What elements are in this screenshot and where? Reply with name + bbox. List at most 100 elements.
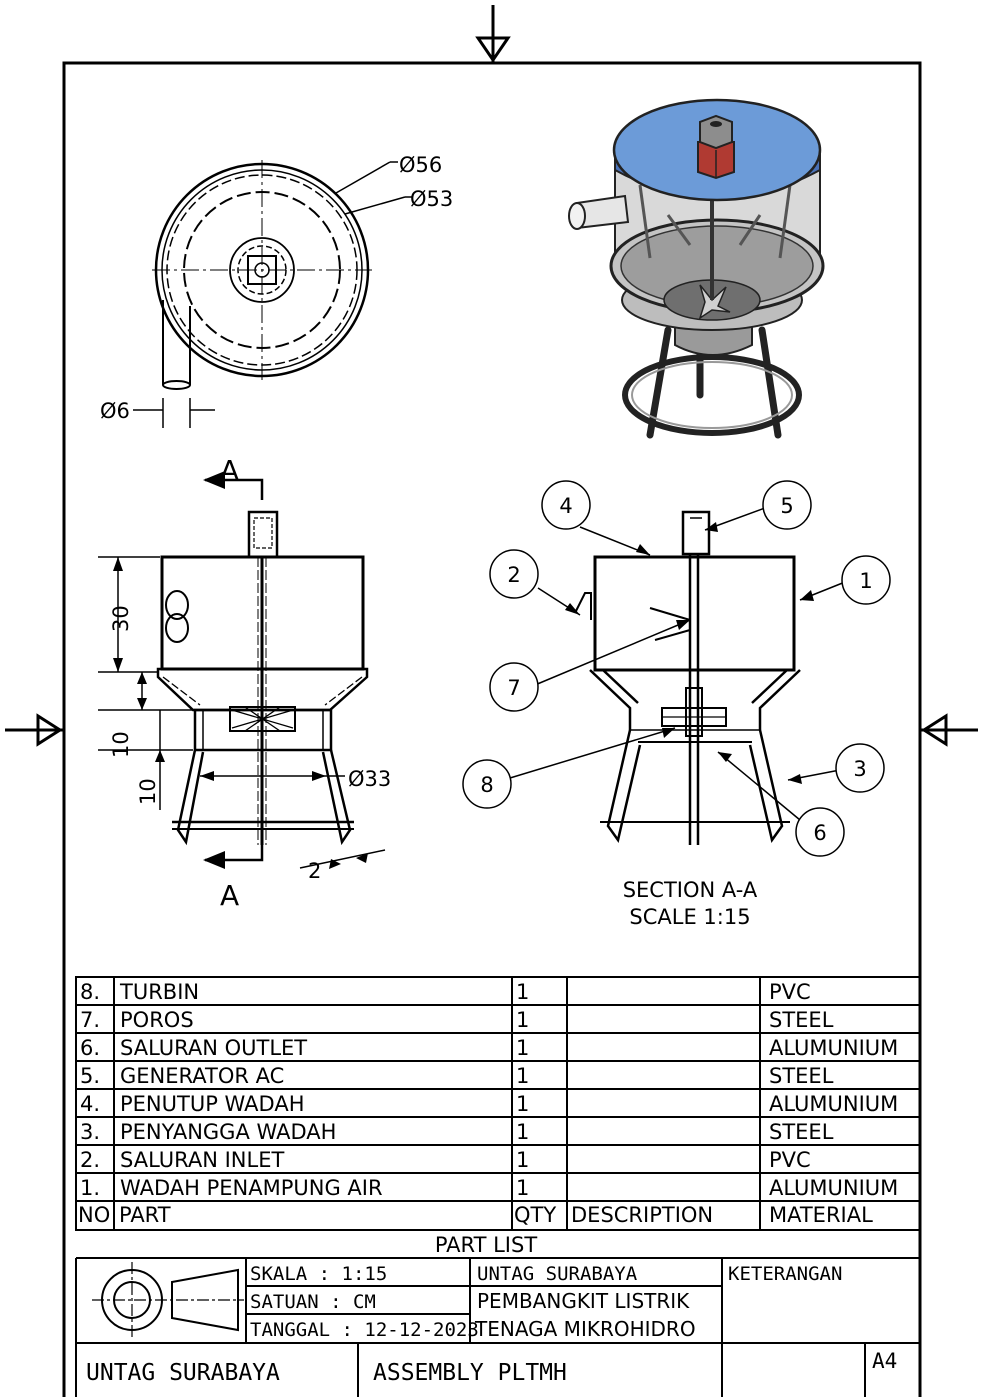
part-qty: 1: [516, 1176, 529, 1200]
part-material: ALUMUNIUM: [769, 1036, 898, 1060]
dim-outer-diameter: Ø56: [399, 153, 442, 177]
drawing-title: ASSEMBLY PLTMH: [373, 1360, 567, 1386]
part-material: STEEL: [769, 1008, 834, 1032]
header-part: PART: [119, 1203, 171, 1227]
header-description: DESCRIPTION: [571, 1203, 713, 1227]
unit-field: SATUAN : CM: [250, 1291, 376, 1313]
part-material: PVC: [769, 1148, 811, 1172]
header-material: MATERIAL: [769, 1203, 873, 1227]
dimension-arrowheads: [113, 557, 368, 869]
header-qty: QTY: [514, 1203, 556, 1227]
institution-field: UNTAG SURABAYA: [477, 1263, 638, 1285]
part-list-row-lines: [76, 1004, 920, 1202]
title-block-grid: [75, 1258, 920, 1397]
balloon-label: 5: [780, 494, 793, 518]
part-no: 7.: [80, 1008, 100, 1032]
part-material: PVC: [769, 980, 811, 1004]
balloon-label: 6: [813, 821, 826, 845]
part-material: STEEL: [769, 1064, 834, 1088]
projection-symbol: [92, 1262, 244, 1338]
part-list-title: PART LIST: [435, 1233, 537, 1257]
part-name: SALURAN INLET: [120, 1148, 284, 1172]
part-no: 5.: [80, 1064, 100, 1088]
part-name: PENYANGGA WADAH: [120, 1120, 336, 1144]
part-name: SALURAN OUTLET: [120, 1036, 307, 1060]
part-row: 2. SALURAN INLET 1 PVC: [80, 1148, 811, 1172]
section-scale: SCALE 1:15: [629, 905, 750, 929]
balloon-2: [489, 549, 539, 599]
sheet-size: A4: [872, 1349, 897, 1373]
top-view: [152, 160, 372, 390]
project-title-line2: TENAGA MIKROHIDRO: [474, 1317, 696, 1341]
section-letter-top: A: [220, 454, 239, 487]
balloon-8: [462, 759, 512, 809]
part-qty: 1: [516, 980, 529, 1004]
section-letter-bottom: A: [220, 879, 239, 912]
part-qty: 1: [516, 1148, 529, 1172]
part-row: 8. TURBIN 1 PVC: [80, 980, 811, 1004]
part-row: 4. PENUTUP WADAH 1 ALUMUNIUM: [80, 1092, 898, 1116]
centering-marker-right: [920, 713, 978, 747]
part-no: 2.: [80, 1148, 100, 1172]
part-row: 1. WADAH PENAMPUNG AIR 1 ALUMUNIUM: [80, 1176, 898, 1200]
balloon-arrowheads: [565, 522, 814, 784]
balloon-label: 2: [507, 563, 520, 587]
section-arrows: [203, 471, 225, 869]
part-material: STEEL: [769, 1120, 834, 1144]
part-name: WADAH PENAMPUNG AIR: [120, 1176, 383, 1200]
part-name: TURBIN: [119, 980, 199, 1004]
balloon-3: [835, 743, 885, 793]
balloon-label: 8: [480, 773, 493, 797]
balloon-1: [841, 555, 891, 605]
balloon-7: [489, 662, 539, 712]
part-qty: 1: [516, 1036, 529, 1060]
part-no: 3.: [80, 1120, 100, 1144]
balloon-6: [795, 807, 845, 857]
scale-field: SKALA : 1:15: [250, 1263, 387, 1285]
part-name: PENUTUP WADAH: [120, 1092, 305, 1116]
part-row: 5. GENERATOR AC 1 STEEL: [80, 1064, 834, 1088]
project-title-line1: PEMBANGKIT LISTRIK: [477, 1289, 690, 1313]
isometric-view: [568, 98, 825, 439]
part-qty: 1: [516, 1008, 529, 1032]
part-no: 1.: [80, 1176, 100, 1200]
part-qty: 1: [516, 1064, 529, 1088]
section-title: SECTION A-A: [623, 878, 758, 902]
dim-bottom-diameter: Ø33: [348, 767, 391, 791]
dim-height-middle: 10: [109, 731, 133, 758]
part-no: 6.: [80, 1036, 100, 1060]
header-no: NO: [78, 1203, 110, 1227]
remarks-label: KETERANGAN: [728, 1263, 842, 1285]
part-qty: 1: [516, 1092, 529, 1116]
part-name: GENERATOR AC: [120, 1064, 284, 1088]
footer-institution: UNTAG SURABAYA: [86, 1360, 280, 1386]
balloon-label: 7: [507, 676, 520, 700]
centering-marker-top: [475, 5, 511, 63]
part-list-header: NO PART QTY DESCRIPTION MATERIAL: [78, 1203, 873, 1227]
balloon-4: [541, 480, 591, 530]
date-field: TANGGAL : 12-12-2023: [250, 1319, 479, 1341]
part-material: ALUMUNIUM: [769, 1176, 898, 1200]
front-view: [156, 478, 369, 862]
part-material: ALUMUNIUM: [769, 1092, 898, 1116]
top-view-dimensions: [133, 161, 412, 428]
part-no: 8.: [80, 980, 100, 1004]
dim-thickness: 2: [308, 859, 321, 883]
section-view: [574, 510, 801, 845]
balloon-label: 4: [559, 494, 572, 518]
part-no: 4.: [80, 1092, 100, 1116]
part-row: 6. SALURAN OUTLET 1 ALUMUNIUM: [80, 1036, 898, 1060]
dim-height-lower: 10: [136, 778, 160, 805]
part-qty: 1: [516, 1120, 529, 1144]
balloon-label: 1: [859, 569, 872, 593]
balloon-5: [762, 480, 812, 530]
dim-inner-diameter: Ø53: [410, 187, 453, 211]
dim-height-upper: 30: [109, 605, 133, 632]
part-row: 3. PENYANGGA WADAH 1 STEEL: [80, 1120, 834, 1144]
centering-marker-left: [5, 713, 64, 747]
dim-inlet-diameter: Ø6: [100, 399, 130, 423]
